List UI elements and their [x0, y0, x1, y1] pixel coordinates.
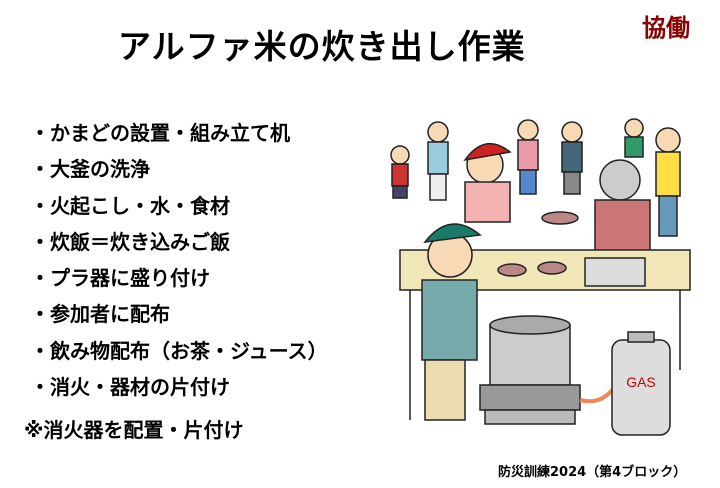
person-icon	[624, 118, 644, 158]
person-child-icon	[390, 145, 410, 199]
person-cook-icon	[421, 223, 482, 421]
gas-cylinder-icon: GAS	[611, 331, 671, 436]
task-list: かまどの設置・組み立て机 大釜の洗浄 火起こし・水・食材 炊飯＝炊き込みご飯 プ…	[30, 118, 328, 408]
person-icon	[517, 119, 539, 195]
task-item: 参加者に配布	[30, 299, 328, 335]
task-item: 消火・器材の片付け	[30, 372, 328, 408]
person-icon	[655, 127, 681, 237]
person-cook-icon	[463, 143, 512, 223]
fire-extinguisher-note: ※消火器を配置・片付け	[24, 418, 244, 442]
gas-label: GAS	[626, 374, 656, 390]
stove-icon	[479, 384, 581, 411]
person-server-icon	[594, 159, 651, 256]
task-item: 炊飯＝炊き込みご飯	[30, 227, 328, 263]
collaboration-badge: 協働	[642, 14, 690, 42]
task-item: 大釜の洗浄	[30, 154, 328, 190]
person-icon	[427, 121, 449, 201]
task-item: 火起こし・水・食材	[30, 191, 328, 227]
person-icon	[561, 121, 583, 195]
cooking-illustration: GAS	[390, 118, 691, 436]
footer-caption: 防災訓練2024（第4ブロック）	[498, 465, 687, 480]
task-item: かまどの設置・組み立て机	[30, 118, 328, 154]
task-item: プラ器に盛り付け	[30, 263, 328, 299]
page-title: アルファ米の炊き出し作業	[118, 27, 526, 66]
task-item: 飲み物配布（お茶・ジュース）	[30, 336, 328, 372]
